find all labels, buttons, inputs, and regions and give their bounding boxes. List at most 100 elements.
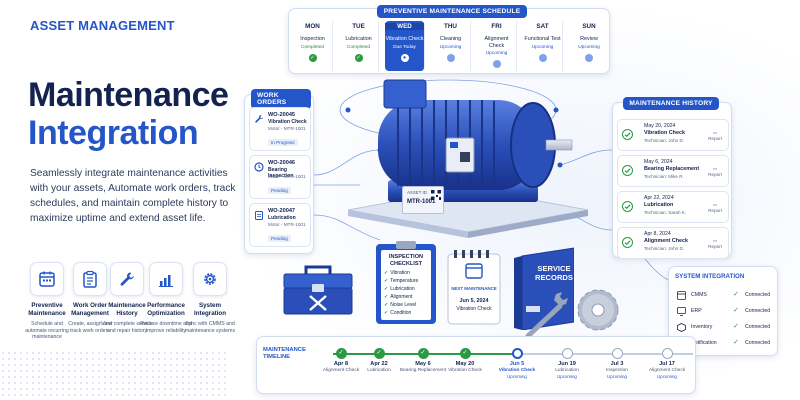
- day-task: Lubrication: [345, 36, 372, 42]
- integration-name: Inventory: [691, 324, 713, 330]
- schedule-day-wed[interactable]: WED Vibration Check Due Today ●: [385, 21, 425, 71]
- feature-title: Work Order Management: [71, 302, 109, 317]
- schedule-day-tue[interactable]: TUE Lubrication Completed ✓: [339, 21, 379, 71]
- clipboard-icon: [255, 211, 263, 220]
- schedule-day-sat[interactable]: SAT Functional Test Upcoming: [523, 21, 563, 71]
- calendar-icon: [30, 262, 64, 296]
- history-item[interactable]: Apr 8, 2024 Alignment Check Technician: …: [617, 227, 729, 259]
- integration-row-cmms[interactable]: CMMS ✓ Connected: [675, 289, 773, 303]
- checklist-item: ✓Alignment: [384, 294, 413, 300]
- circle-icon: [561, 348, 573, 359]
- timeline-node[interactable]: ✓ Apr 8 Alignment Check: [322, 348, 360, 373]
- timeline-node[interactable]: ✓ Apr 22 Lubrication: [367, 348, 391, 373]
- work-order-name: Lubrication: [268, 215, 296, 221]
- feature-performance-optimization[interactable]: Performance Optimization Reduce downtime…: [139, 262, 193, 334]
- integration-row-erp[interactable]: ERP ✓ Connected: [675, 305, 773, 319]
- history-date: May 6, 2024: [644, 159, 673, 165]
- feature-maintenance-history[interactable]: Maintenance History View complete servic…: [100, 262, 154, 334]
- checklist-item: ✓Condition: [384, 310, 412, 316]
- document-icon: ▭: [712, 202, 718, 207]
- status-badge: Pending: [268, 235, 291, 242]
- work-order-name: Bearing Inspection: [268, 167, 294, 179]
- status-badge: In Progress: [268, 139, 298, 146]
- report-link[interactable]: ▭Report: [708, 130, 722, 141]
- feature-desc: View complete service and repair history: [101, 321, 153, 334]
- report-link[interactable]: ▭Report: [708, 238, 722, 249]
- schedule-day-thu[interactable]: THU Cleaning Upcoming: [431, 21, 471, 71]
- work-order-id: WO-20045: [268, 112, 296, 118]
- history-date: Apr 22, 2024: [644, 195, 674, 201]
- integration-row-inventory[interactable]: Inventory ✓ Connected: [675, 321, 773, 335]
- history-tech: Technician: Mike R.: [644, 174, 684, 179]
- work-order-card[interactable]: WO-20047 Lubrication Motor - MTR-1001 Pe…: [249, 203, 311, 247]
- history-item[interactable]: May 20, 2024 Vibration Check Technician:…: [617, 119, 729, 151]
- dot-pattern: [0, 350, 230, 400]
- feature-desc: Reduce downtime and improve reliability: [140, 321, 192, 334]
- electric-motor-illustration: [347, 79, 589, 238]
- asset-tag-id: MTR-1001: [407, 199, 436, 205]
- report-link[interactable]: ▭Report: [708, 202, 722, 213]
- grid-icon: [677, 291, 686, 300]
- circle-icon: [511, 348, 523, 359]
- timeline-node[interactable]: Jun 19 Lubrication Upcoming: [532, 348, 602, 379]
- history-tech: Technician: Sarah K.: [644, 210, 687, 215]
- history-task: Vibration Check: [644, 130, 685, 136]
- toolbox-illustration: [283, 265, 353, 315]
- timeline-node[interactable]: Jul 3 Inspection Upcoming: [582, 348, 652, 379]
- service-records-binder: SERVICE RECORDS: [512, 246, 574, 330]
- clock-icon: [254, 162, 264, 172]
- report-link[interactable]: ▭Report: [708, 166, 722, 177]
- integration-status: Connected: [745, 340, 771, 346]
- work-order-card[interactable]: WO-20045 Vibration Check Motor - MTR-100…: [249, 107, 311, 151]
- box-icon: [677, 323, 686, 332]
- checklist-item: ✓Vibration: [384, 270, 410, 276]
- checklist-item: ✓Noise Level: [384, 302, 417, 308]
- feature-preventive-maintenance[interactable]: Preventive Maintenance Schedule and auto…: [20, 262, 74, 341]
- report-label: Report: [708, 208, 722, 213]
- checklist-title: INSPECTION CHECKLIST: [388, 254, 424, 267]
- page-title-line2: Integration: [28, 114, 199, 152]
- feature-title: System Integration: [194, 302, 226, 317]
- check-icon: ✓: [384, 294, 389, 300]
- document-icon: ▭: [712, 166, 718, 171]
- feature-desc: Schedule and automate recurring maintena…: [25, 321, 69, 341]
- feature-title: Maintenance History: [108, 302, 146, 317]
- drop-icon: [622, 201, 633, 212]
- calendar-task: Vibration Check: [456, 306, 492, 312]
- schedule-day-sun[interactable]: SUN Review Upcoming: [569, 21, 609, 71]
- check-icon: ✓: [384, 302, 389, 308]
- work-order-card[interactable]: WO-20046 Bearing Inspection Motor - MTR-…: [249, 155, 311, 199]
- schedule-day-mon[interactable]: MON Inspection Completed ✓: [293, 21, 333, 71]
- inspection-checklist: INSPECTION CHECKLIST ✓Vibration ✓Tempera…: [374, 240, 438, 326]
- day-status: Upcoming: [439, 44, 462, 50]
- integration-name: CMMS: [691, 292, 707, 298]
- timeline-node[interactable]: ✓ May 6 Bearing Replacement: [399, 348, 447, 373]
- day-name: THU: [444, 23, 457, 30]
- history-date: Apr 8, 2024: [644, 231, 671, 237]
- calendar-header: NEXT MAINTENANCE: [451, 286, 497, 291]
- day-task: Functional Test: [524, 36, 561, 42]
- history-task: Alignment Check: [644, 238, 689, 244]
- asset-tag: ASSET ID MTR-1001: [402, 186, 444, 214]
- check-icon: ✓: [384, 310, 389, 316]
- feature-system-integration[interactable]: System Integration Sync with CMMS and ma…: [183, 262, 237, 334]
- schedule-day-fri[interactable]: FRI Alignment Check Upcoming: [477, 21, 517, 71]
- check-icon: ✓: [733, 339, 739, 346]
- day-task: Vibration Check: [385, 36, 424, 42]
- history-item[interactable]: May 6, 2024 Bearing Replacement Technici…: [617, 155, 729, 187]
- work-order-asset: Motor - MTR-1001: [268, 222, 306, 227]
- gear-icon: [193, 262, 227, 296]
- timeline-node-next[interactable]: Jun 5 Vibration Check Upcoming: [482, 348, 552, 379]
- history-date: May 20, 2024: [644, 123, 676, 129]
- calendar-icon: [447, 250, 501, 325]
- feature-work-order-management[interactable]: Work Order Management Create, assign and…: [63, 262, 117, 334]
- check-icon: ✓: [384, 278, 389, 284]
- binder-icon: [514, 247, 574, 330]
- history-item[interactable]: Apr 22, 2024 Lubrication Technician: Sar…: [617, 191, 729, 223]
- wrench-icon: [622, 165, 633, 176]
- timeline-node[interactable]: Jul 17 Alignment Check Upcoming: [632, 348, 702, 379]
- circle-icon: [661, 348, 673, 359]
- asset-tag-label: ASSET ID: [407, 190, 427, 195]
- integration-name: ERP: [691, 308, 702, 314]
- timeline-node[interactable]: ✓ May 20 Vibration Check: [448, 348, 482, 373]
